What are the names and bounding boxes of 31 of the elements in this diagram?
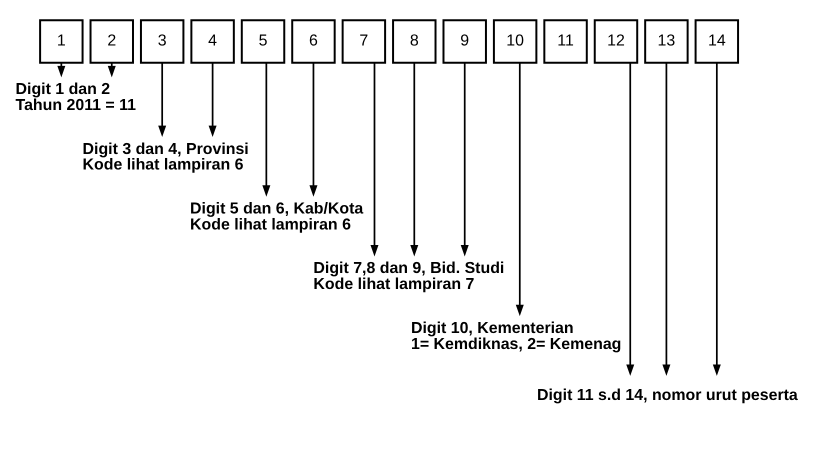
node-box: 8 [392, 18, 437, 64]
arrow [410, 62, 418, 256]
arrow [712, 62, 721, 376]
arrow [370, 62, 378, 256]
node-box: 13 [644, 18, 689, 64]
node-box: 9 [442, 18, 487, 64]
node-box: 14 [694, 18, 740, 64]
node-box: 12 [594, 18, 638, 64]
arrow [626, 62, 634, 376]
node-box: 10 [492, 18, 538, 64]
node-box: 3 [140, 18, 184, 64]
node-text: Digit 7,8 dan 9, Bid. Studi Kode lihat lampiran 7 [313, 260, 504, 293]
node-box: 6 [291, 18, 336, 64]
node-text: Digit 10, Kementerian 1= Kemdiknas, 2= Kemenag [410, 319, 622, 352]
node-box: 7 [342, 18, 386, 64]
arrow [208, 62, 217, 137]
arrow [662, 62, 670, 376]
node-box: 11 [543, 18, 588, 64]
node-text: Digit 5 dan 6, Kab/Kota Kode lihat lampiran 6 [190, 200, 364, 233]
node-text: Digit 3 dan 4, Provinsi Kode lihat lampiran 6 [82, 140, 249, 174]
node-box: 4 [190, 18, 235, 64]
node-box: 1 [39, 18, 84, 64]
node-box: 5 [240, 18, 286, 64]
arrow [309, 62, 318, 196]
arrow [158, 62, 166, 137]
arrow [262, 62, 270, 196]
arrow [460, 62, 469, 256]
node-text: Digit 1 dan 2 Tahun 2011 = 11 [16, 80, 136, 114]
node-box: 2 [90, 18, 134, 64]
node-text: Digit 11 s.d 14, nomor urut peserta [537, 386, 798, 404]
arrow [516, 62, 524, 316]
